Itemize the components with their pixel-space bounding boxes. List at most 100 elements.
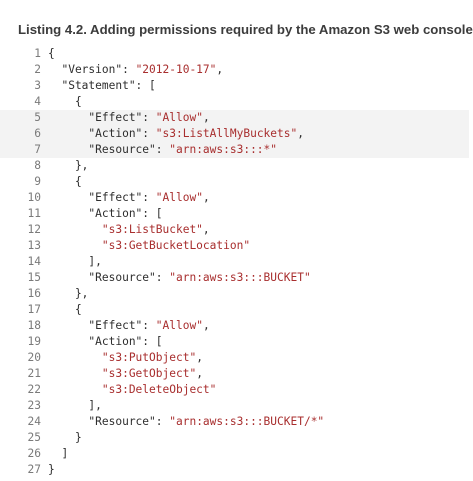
code-line: 23 ], bbox=[0, 398, 469, 414]
code-string: "s3:GetObject" bbox=[48, 367, 197, 380]
code-token: , bbox=[202, 111, 210, 124]
code-token: , bbox=[196, 367, 203, 380]
line-number: 5 bbox=[34, 111, 41, 124]
code-string: "s3:DeleteObject" bbox=[48, 383, 217, 396]
line-number: 6 bbox=[34, 127, 41, 140]
code-line: 2 "Version": "2012-10-17", bbox=[0, 62, 469, 78]
code-token: ], bbox=[48, 399, 102, 412]
line-number: 9 bbox=[34, 175, 41, 188]
line-text: "Version": "2012-10-17", bbox=[48, 62, 223, 78]
code-token: "Action": [ bbox=[48, 207, 163, 220]
code-line: 17 { bbox=[0, 302, 469, 318]
code-line: 15 "Resource": "arn:aws:s3:::BUCKET" bbox=[0, 270, 469, 286]
line-number: 3 bbox=[34, 79, 41, 92]
code-line: 1{ bbox=[0, 46, 469, 62]
code-line: 12 "s3:ListBucket", bbox=[0, 222, 469, 238]
line-number: 1 bbox=[34, 47, 41, 60]
code-token: "Version": bbox=[48, 63, 136, 76]
code-string: "s3:ListBucket" bbox=[48, 223, 203, 236]
code-block: 1{2 "Version": "2012-10-17",3 "Statement… bbox=[0, 46, 469, 478]
line-text: "s3:GetObject", bbox=[48, 366, 203, 382]
listing-caption: Listing 4.2. Adding permissions required… bbox=[18, 22, 473, 37]
line-text: "Resource": "arn:aws:s3:::BUCKET" bbox=[48, 270, 311, 286]
line-number: 11 bbox=[27, 207, 41, 220]
code-line: 18 "Effect": "Allow", bbox=[0, 318, 469, 334]
code-string: "Allow" bbox=[155, 191, 203, 204]
line-text: "Statement": [ bbox=[48, 78, 155, 94]
code-line: 3 "Statement": [ bbox=[0, 78, 469, 94]
line-number: 14 bbox=[27, 255, 41, 268]
code-token: { bbox=[48, 175, 82, 188]
code-line: 26 ] bbox=[0, 446, 469, 462]
line-text: { bbox=[48, 46, 55, 62]
line-number: 8 bbox=[34, 159, 41, 172]
code-token: "Resource": bbox=[48, 271, 170, 284]
code-line: 27} bbox=[0, 462, 469, 478]
line-number: 7 bbox=[34, 143, 41, 156]
code-line: 13 "s3:GetBucketLocation" bbox=[0, 238, 469, 254]
line-number: 10 bbox=[27, 191, 41, 204]
code-token: ] bbox=[48, 447, 69, 460]
line-number: 12 bbox=[27, 223, 41, 236]
code-string: "Allow" bbox=[155, 319, 203, 332]
code-line: 11 "Action": [ bbox=[0, 206, 469, 222]
code-token: "Effect": bbox=[48, 111, 156, 124]
line-text: "s3:PutObject", bbox=[48, 350, 203, 366]
line-number: 16 bbox=[27, 287, 41, 300]
line-number: 25 bbox=[27, 431, 41, 444]
code-line: 16 }, bbox=[0, 286, 469, 302]
line-text: { bbox=[48, 94, 82, 110]
code-line: 20 "s3:PutObject", bbox=[0, 350, 469, 366]
line-number: 20 bbox=[27, 351, 41, 364]
code-token: { bbox=[48, 303, 82, 316]
line-text: "Resource": "arn:aws:s3:::*" bbox=[48, 142, 277, 158]
code-string: "2012-10-17" bbox=[135, 63, 217, 76]
code-string: "Allow" bbox=[155, 111, 203, 124]
line-text: ], bbox=[48, 254, 102, 270]
line-text: "Action": [ bbox=[48, 334, 163, 350]
line-number: 18 bbox=[27, 319, 41, 332]
line-text: ], bbox=[48, 398, 102, 414]
code-line: 7 "Resource": "arn:aws:s3:::*" bbox=[0, 142, 469, 158]
line-number: 17 bbox=[27, 303, 41, 316]
code-string: "s3:ListAllMyBuckets" bbox=[155, 127, 298, 140]
code-line: 10 "Effect": "Allow", bbox=[0, 190, 469, 206]
line-text: "s3:DeleteObject" bbox=[48, 382, 217, 398]
line-text: }, bbox=[48, 286, 88, 302]
code-token: , bbox=[297, 127, 304, 140]
line-text: ] bbox=[48, 446, 68, 462]
code-string: "s3:GetBucketLocation" bbox=[48, 239, 251, 252]
line-number: 27 bbox=[27, 463, 41, 476]
line-text: "Effect": "Allow", bbox=[48, 110, 210, 126]
code-string: "arn:aws:s3:::BUCKET/*" bbox=[169, 415, 325, 428]
line-number: 22 bbox=[27, 383, 41, 396]
line-number: 24 bbox=[27, 415, 41, 428]
code-token: "Effect": bbox=[48, 319, 156, 332]
code-string: "arn:aws:s3:::*" bbox=[169, 143, 278, 156]
code-string: "arn:aws:s3:::BUCKET" bbox=[169, 271, 311, 284]
code-token: }, bbox=[48, 159, 89, 172]
code-token: , bbox=[202, 191, 210, 204]
line-number: 23 bbox=[27, 399, 41, 412]
code-line: 21 "s3:GetObject", bbox=[0, 366, 469, 382]
code-token: , bbox=[202, 223, 210, 236]
code-token: , bbox=[216, 63, 224, 76]
code-token: "Resource": bbox=[48, 415, 170, 428]
line-text: } bbox=[48, 462, 55, 478]
line-number: 2 bbox=[34, 63, 41, 76]
code-line: 19 "Action": [ bbox=[0, 334, 469, 350]
line-text: { bbox=[48, 174, 82, 190]
code-token: } bbox=[48, 431, 82, 444]
line-text: "Action": [ bbox=[48, 206, 163, 222]
code-token: "Effect": bbox=[48, 191, 156, 204]
code-line: 6 "Action": "s3:ListAllMyBuckets", bbox=[0, 126, 469, 142]
code-line: 22 "s3:DeleteObject" bbox=[0, 382, 469, 398]
code-token: "Resource": bbox=[48, 143, 170, 156]
code-token: ], bbox=[48, 255, 102, 268]
code-line: 24 "Resource": "arn:aws:s3:::BUCKET/*" bbox=[0, 414, 469, 430]
line-text: "Action": "s3:ListAllMyBuckets", bbox=[48, 126, 304, 142]
line-number: 26 bbox=[27, 447, 41, 460]
line-text: "s3:ListBucket", bbox=[48, 222, 210, 238]
code-token: "Action": [ bbox=[48, 335, 163, 348]
